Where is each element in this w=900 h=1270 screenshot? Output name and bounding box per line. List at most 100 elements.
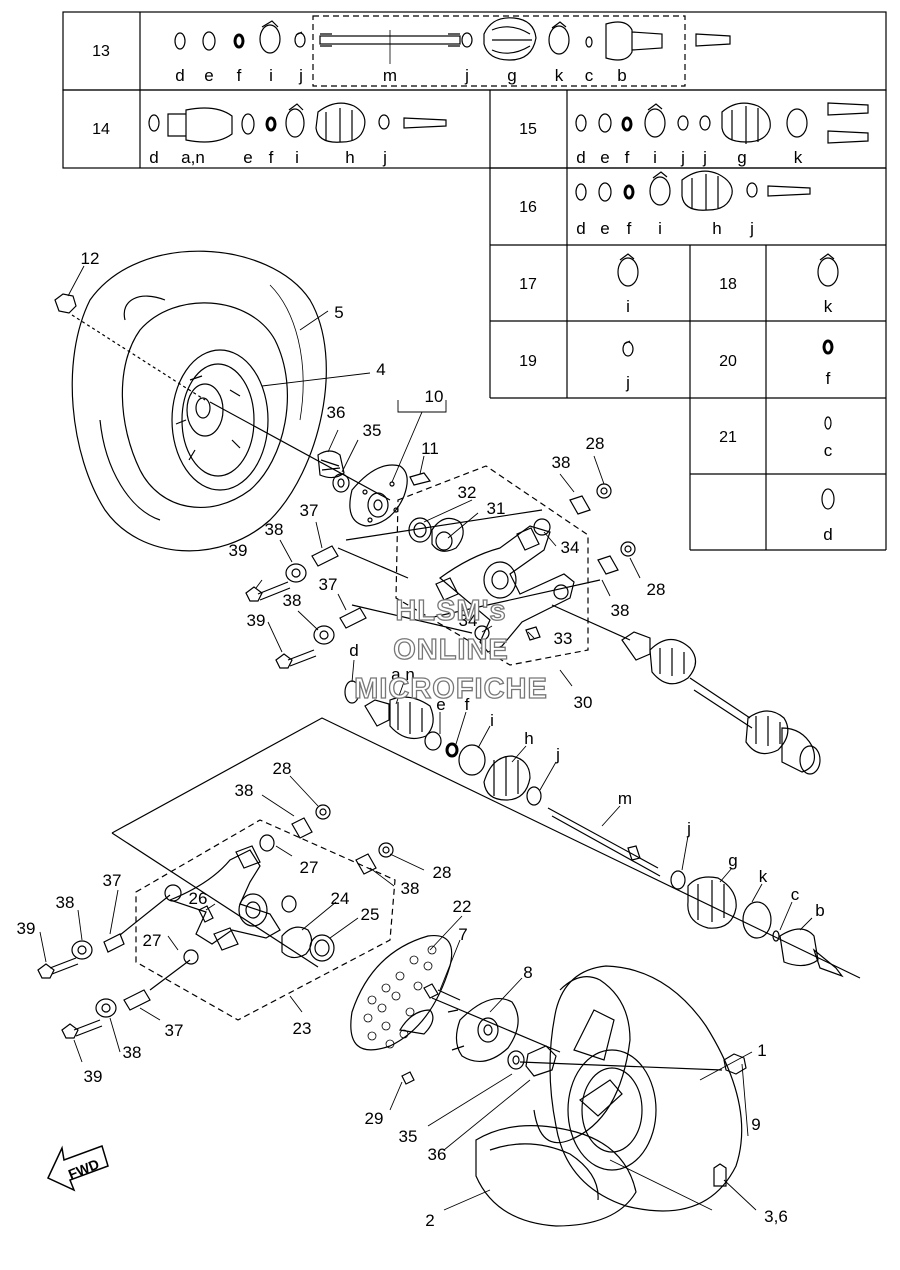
- callout-letter-an: a,n: [391, 665, 415, 684]
- kit-row-14-letters: d a,n e f i h j: [149, 148, 387, 167]
- kit-letter: d: [175, 66, 184, 85]
- watermark-line-2: ONLINE: [393, 634, 509, 666]
- callout-37: 37: [165, 1021, 184, 1040]
- kit-letter: j: [464, 66, 469, 85]
- callout-27: 27: [300, 858, 319, 877]
- kit-row-16-number: 16: [519, 199, 537, 216]
- kit-letter: d: [576, 219, 585, 238]
- callout-39: 39: [247, 611, 266, 630]
- callout-35: 35: [399, 1127, 418, 1146]
- kit-letter: e: [600, 148, 609, 167]
- kit-letter: k: [555, 66, 564, 85]
- callout-29: 29: [365, 1109, 384, 1128]
- kit-letter: i: [295, 148, 299, 167]
- kit-letter: e: [243, 148, 252, 167]
- callout-9: 9: [751, 1115, 760, 1134]
- upper-drive-shaft-illustration: [344, 604, 844, 978]
- callout-25: 25: [361, 905, 380, 924]
- kit-letter: i: [269, 66, 273, 85]
- callout-letter-i: i: [490, 711, 494, 730]
- kit-letter: c: [824, 441, 833, 460]
- callout-1: 1: [757, 1041, 766, 1060]
- watermark: HLSM's ONLINE MICROFICHE: [354, 594, 548, 705]
- kit-row-20-number: 20: [719, 353, 737, 370]
- callout-28: 28: [433, 863, 452, 882]
- callout-24: 24: [331, 889, 350, 908]
- kit-row-15-number: 15: [519, 121, 537, 138]
- callout-23: 23: [293, 1019, 312, 1038]
- callout-5: 5: [334, 303, 343, 322]
- lower-wheel-illustration: [350, 934, 747, 1227]
- callout-8: 8: [523, 963, 532, 982]
- kit-letter: i: [653, 148, 657, 167]
- kit-letter: m: [383, 66, 397, 85]
- callout-39: 39: [84, 1067, 103, 1086]
- callout-36: 36: [428, 1145, 447, 1164]
- callout-34: 34: [459, 611, 478, 630]
- callout-letter-j: j: [555, 745, 560, 764]
- callout-33: 33: [554, 629, 573, 648]
- kit-letter: f: [237, 66, 242, 85]
- lower-arm-illustration: [37, 717, 861, 1039]
- callout-26: 26: [189, 889, 208, 908]
- callout-27: 27: [143, 931, 162, 950]
- callout-letter-b: b: [815, 901, 824, 920]
- watermark-line-1: HLSM's: [395, 595, 506, 627]
- callout-11: 11: [421, 439, 439, 458]
- kit-letter: h: [712, 219, 721, 238]
- kit-letter: b: [617, 66, 626, 85]
- kit-row-17-number: 17: [519, 276, 537, 293]
- callout-39: 39: [229, 541, 248, 560]
- callout-28: 28: [273, 759, 292, 778]
- callout-labels: 12 5 4 10 11 36 35 28 38 32 31 34 28 38 …: [17, 249, 825, 1230]
- callout-38: 38: [401, 879, 420, 898]
- kit-row-15-letters: d e f i j j g k: [576, 148, 802, 167]
- kit-letter: d: [823, 525, 832, 544]
- kit-row-19-number: 19: [519, 353, 537, 370]
- callout-38: 38: [283, 591, 302, 610]
- kit-row-13-letters: d e f i j m j g k c b: [175, 66, 626, 85]
- kit-letter: f: [625, 148, 630, 167]
- callout-38: 38: [123, 1043, 142, 1062]
- callout-letter-m: m: [618, 789, 632, 808]
- kit-letter: j: [680, 148, 685, 167]
- kit-letter: i: [658, 219, 662, 238]
- kit-letter: g: [737, 148, 746, 167]
- kit-letter: f: [826, 369, 831, 388]
- kit-letter: j: [749, 219, 754, 238]
- kit-letter: d: [149, 148, 158, 167]
- callout-32: 32: [458, 483, 477, 502]
- kit-letter: a,n: [181, 148, 205, 167]
- upper-wheel-illustration: [54, 250, 636, 669]
- leader-lines: [39, 265, 813, 1211]
- callout-38: 38: [235, 781, 254, 800]
- callout-letter-h: h: [524, 729, 533, 748]
- callout-37: 37: [300, 501, 319, 520]
- kit-row-13-number: 13: [92, 43, 110, 60]
- callout-letter-j: j: [686, 819, 691, 838]
- callout-letter-k: k: [759, 867, 768, 886]
- callout-28: 28: [647, 580, 666, 599]
- callout-38: 38: [56, 893, 75, 912]
- kit-table-part-icons: [148, 17, 869, 510]
- callout-38: 38: [265, 520, 284, 539]
- callout-letter-d: d: [349, 641, 358, 660]
- kit-letter: i: [626, 297, 630, 316]
- callout-letter-e: e: [436, 695, 445, 714]
- kit-table: [62, 11, 887, 551]
- callout-7: 7: [458, 925, 467, 944]
- kit-letter: g: [507, 66, 516, 85]
- kit-letter: j: [298, 66, 303, 85]
- callout-22: 22: [453, 897, 472, 916]
- kit-letter: d: [576, 148, 585, 167]
- callout-4: 4: [376, 360, 385, 379]
- kit-letter: k: [824, 297, 833, 316]
- kit-row-14-number: 14: [92, 121, 110, 138]
- callout-38: 38: [611, 601, 630, 620]
- kit-letter: j: [382, 148, 387, 167]
- kit-letter: k: [794, 148, 803, 167]
- fwd-arrow-icon: FWD: [47, 1145, 109, 1192]
- callout-letter-f: f: [465, 695, 470, 714]
- kit-row-21-number: 21: [719, 429, 737, 446]
- callout-36: 36: [327, 403, 346, 422]
